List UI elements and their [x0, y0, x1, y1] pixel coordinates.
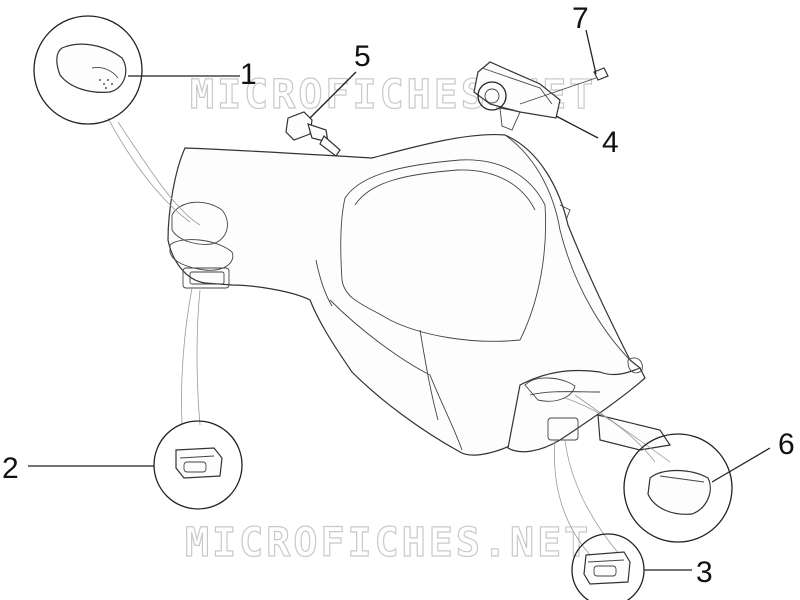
- part-1-switch-button: [33, 15, 240, 125]
- leader-lines: [107, 117, 671, 556]
- callout-6: 6: [778, 428, 795, 461]
- part-5-sensor: [285, 71, 357, 157]
- callout-3: 3: [696, 556, 713, 589]
- part-6-switch-button: [623, 433, 771, 543]
- part-3-clip: [571, 533, 692, 600]
- part-4-bracket: [473, 61, 599, 139]
- part-7-screw: [585, 29, 609, 81]
- handlebar-cover-body: [167, 133, 672, 456]
- callout-5: 5: [354, 40, 371, 73]
- part-2-clip: [28, 420, 243, 510]
- callout-7: 7: [572, 2, 589, 35]
- callout-1: 1: [240, 58, 257, 91]
- callout-2: 2: [2, 452, 19, 485]
- callout-4: 4: [602, 126, 619, 159]
- watermark-bottom: MICROFICHES.NET: [185, 520, 591, 566]
